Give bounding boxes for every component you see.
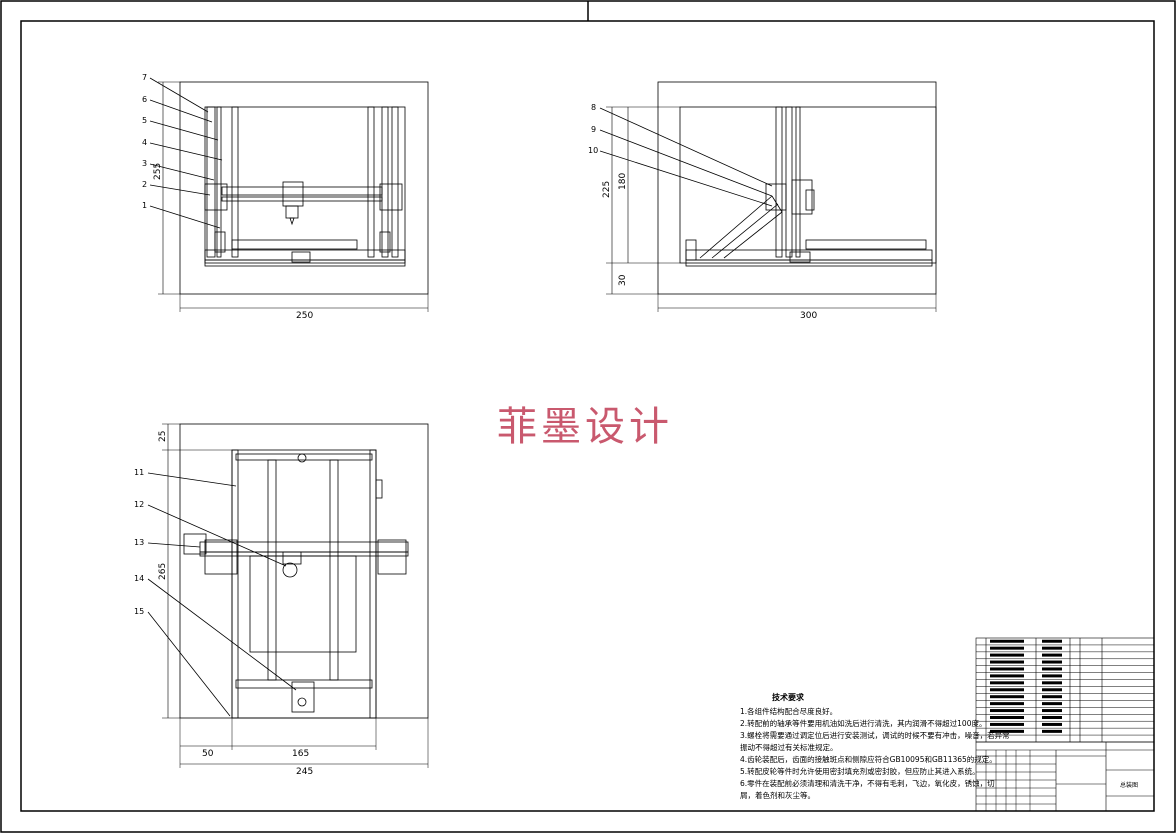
parts-row-material-block <box>1042 716 1062 719</box>
parts-row-material-block <box>1042 722 1062 726</box>
top-label-0: 11 <box>134 468 144 477</box>
parts-row-text-block <box>990 681 1024 685</box>
drawing-name: 总装图 <box>1120 781 1138 789</box>
front-view-labels: 7 6 5 4 3 2 1 255 250 <box>142 73 313 321</box>
parts-row-text-block <box>990 722 1024 726</box>
side-view <box>599 81 937 312</box>
top-label-2: 13 <box>134 538 144 547</box>
top-dim-total: 245 <box>296 767 313 777</box>
notes-line-1: 1.各组件结构配合尽度良好。 <box>740 706 837 716</box>
notes-line-3: 3.螺栓将需要通过调定位后进行安装测试，调试的时候不要有冲击，噪音，若异常 <box>740 730 1010 740</box>
parts-row-text-block <box>990 653 1024 657</box>
notes-line-6: 5.转配皮轮等件时允许使用密封填充剂或密封胶，但应防止其进入系统。 <box>740 766 980 776</box>
front-dim-width: 250 <box>296 311 313 321</box>
parts-row-material-block <box>1042 681 1062 685</box>
parts-row-material-block <box>1042 729 1062 733</box>
side-view-labels: 8 9 10 225 180 30 300 <box>588 103 817 321</box>
parts-row-material-block <box>1042 660 1062 664</box>
parts-row-material-block <box>1042 702 1062 706</box>
front-view <box>149 77 429 312</box>
watermark-text: 菲墨设计 <box>497 404 673 450</box>
parts-row-text-block <box>990 667 1024 671</box>
parts-list <box>975 637 1155 743</box>
notes-title: 技术要求 <box>772 692 805 702</box>
side-dim-width: 300 <box>800 311 817 321</box>
parts-row-material-block <box>1042 688 1062 692</box>
top-view <box>147 423 429 768</box>
side-dim-upper: 180 <box>618 173 628 190</box>
side-label-0: 8 <box>591 103 596 112</box>
parts-row-material-block <box>1042 639 1062 643</box>
notes-line-4: 振动不得超过有关标准规定。 <box>740 742 838 752</box>
notes-line-8: 屑，着色剂和灰尘等。 <box>740 790 815 800</box>
side-dim-base: 30 <box>618 274 628 286</box>
parts-row-material-block <box>1042 667 1062 671</box>
front-label-6: 1 <box>142 201 147 210</box>
parts-row-text-block <box>990 702 1024 706</box>
top-view-labels: 11 12 13 14 15 25 265 50 165 245 <box>134 431 313 777</box>
front-label-3: 4 <box>142 138 147 147</box>
top-dim-height: 265 <box>158 563 168 580</box>
parts-row-text-block <box>990 709 1024 713</box>
parts-row-material-block <box>1042 653 1062 657</box>
top-envelope <box>179 423 429 719</box>
parts-row-text-block <box>990 716 1024 719</box>
side-label-2: 10 <box>588 146 598 155</box>
parts-row-text-block <box>990 729 1024 733</box>
parts-row-material-block <box>1042 646 1062 650</box>
parts-row-text-block <box>990 695 1024 699</box>
parts-list-rows <box>976 639 1154 736</box>
side-label-1: 9 <box>591 125 596 134</box>
front-label-5: 2 <box>142 180 147 189</box>
notes-line-2: 2.转配前的轴承等件要用机油如洗后进行清洗，其内润滑不得超过100度。 <box>740 718 986 728</box>
parts-row-text-block <box>990 660 1024 664</box>
notes-line-7: 6.零件在装配前必须清理和清洗干净，不得有毛刺，飞边，氧化皮，锈蚀，切 <box>740 778 995 788</box>
parts-row-text-block <box>990 688 1024 692</box>
front-label-2: 5 <box>142 116 147 125</box>
top-label-3: 14 <box>134 574 144 583</box>
front-label-4: 3 <box>142 159 147 168</box>
front-envelope <box>179 81 429 295</box>
top-dim-offset: 25 <box>158 431 168 442</box>
front-dim-height: 255 <box>153 163 163 180</box>
side-dim-total: 225 <box>602 181 612 198</box>
top-dim-left: 50 <box>202 749 214 759</box>
technical-notes: 技术要求 1.各组件结构配合尽度良好。 2.转配前的轴承等件要用机油如洗后进行清… <box>740 692 1010 800</box>
top-label-1: 12 <box>134 500 144 509</box>
parts-row-text-block <box>990 639 1024 643</box>
front-label-0: 7 <box>142 73 147 82</box>
parts-row-material-block <box>1042 674 1062 678</box>
title-block <box>975 741 1155 812</box>
front-label-1: 6 <box>142 95 147 104</box>
title-block-grid <box>976 750 1056 811</box>
parts-row-text-block <box>990 646 1024 650</box>
top-dim-mid: 165 <box>292 749 309 759</box>
parts-row-material-block <box>1042 695 1062 699</box>
parts-row-text-block <box>990 674 1024 678</box>
top-label-4: 15 <box>134 607 144 616</box>
notes-line-5: 4.齿轮装配后，齿面的接触斑点和侧隙应符合GB10095和GB11365的规定。 <box>740 754 997 764</box>
parts-row-material-block <box>1042 709 1062 713</box>
